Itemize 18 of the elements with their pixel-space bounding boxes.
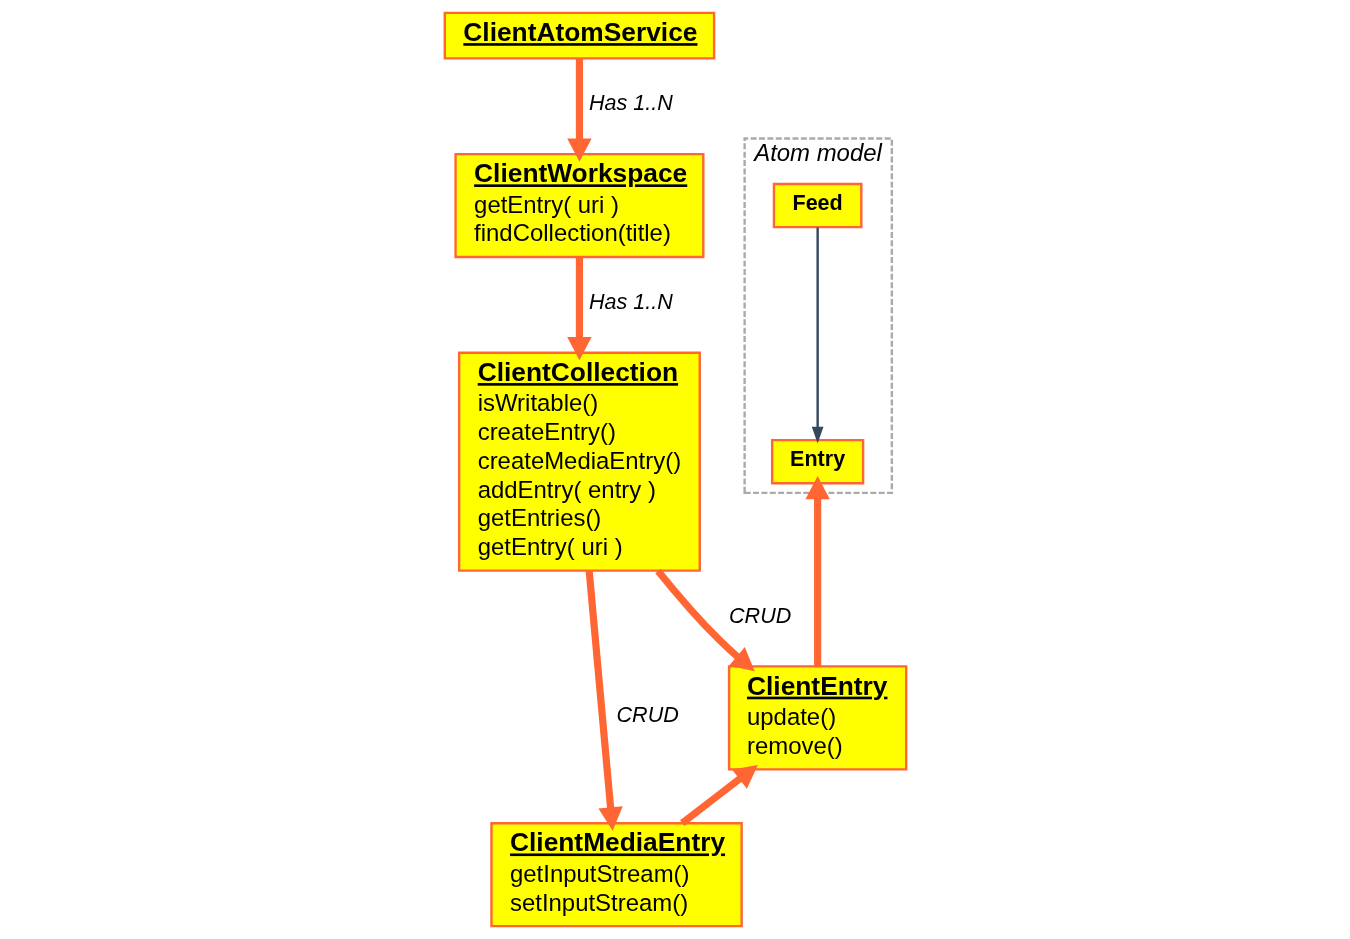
edge-label: CRUD: [728, 603, 791, 628]
arrow: [566, 257, 592, 361]
node-box: Entry: [770, 438, 864, 485]
edge-label: Has 1..N: [588, 289, 673, 314]
node-box: ClientWorkspace getEntry( uri ) findCollection(title): [453, 152, 705, 259]
arrow: [566, 58, 592, 162]
node-box: Feed: [772, 182, 863, 229]
node-box: ClientAtomService: [443, 11, 715, 60]
node-box: ClientMediaEntry getInputStream() setInputStream(): [489, 822, 743, 928]
arrow: [585, 570, 623, 831]
arrow: [654, 568, 755, 672]
edge-label: Has 1..N: [588, 91, 673, 116]
node-box: ClientCollection isWritable() createEntry() createMediaEntry() addEntry( entry ) getEntries() getEntry( uri ): [457, 351, 701, 572]
arrow: [679, 764, 758, 826]
arrow: [811, 227, 823, 444]
node-box: ClientEntry update() remove(): [727, 665, 907, 771]
arrow: [804, 475, 830, 667]
edge-label: CRUD: [616, 702, 679, 727]
